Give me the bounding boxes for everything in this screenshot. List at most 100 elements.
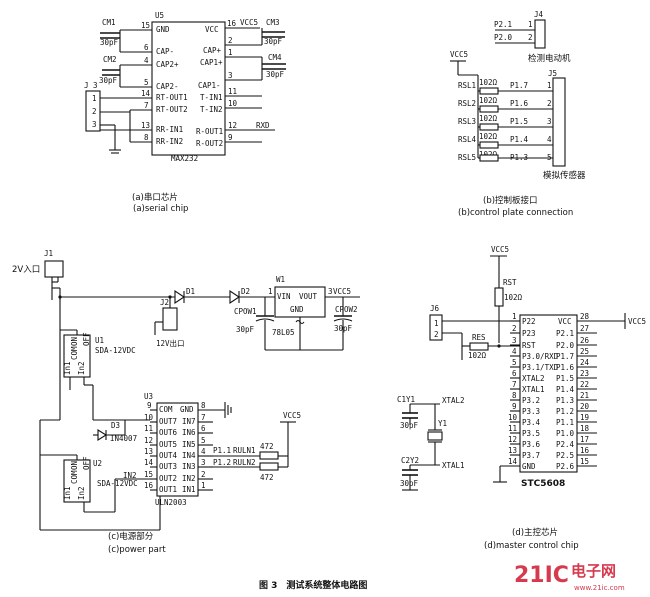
watermark-url: www.21ic.com <box>574 584 625 592</box>
j5-connector <box>552 77 566 167</box>
uln-left-name: OUT4 <box>159 451 178 460</box>
stc-right-name: P1.3 <box>556 396 574 405</box>
rsl-pin: P1.5 <box>510 117 528 126</box>
stc-right-num: 22 <box>580 380 589 389</box>
j4-p20: P2.0 <box>494 33 513 42</box>
stc-left-num: 6 <box>512 369 517 378</box>
rsl-num: 5 <box>547 153 552 162</box>
stc-right-name: P2.1 <box>556 329 574 338</box>
ruln2-resistor <box>259 462 279 471</box>
max232-label: MAX232 <box>171 154 198 163</box>
xtal2-net: XTAL2 <box>442 396 465 405</box>
uln-left-pin: 13 <box>144 447 153 456</box>
uln-right-name: IN6 <box>182 428 196 437</box>
stc-left-name: RST <box>522 341 536 350</box>
uln-right-name: GND <box>180 405 194 414</box>
stc-right-num: 20 <box>580 402 590 411</box>
rst-value: 102Ω <box>504 293 523 302</box>
d2-diode <box>229 289 240 305</box>
j3-pin2: 2 <box>92 107 97 116</box>
stc-left-num: 12 <box>508 435 517 444</box>
uln-right-pin: 3 <box>201 458 206 467</box>
pin-cap-minus: CAP- <box>156 47 174 56</box>
uln-right-name: IN7 <box>182 417 196 426</box>
pin-r-out1: R-OUT1 <box>196 127 223 136</box>
rsl-pin: P1.6 <box>510 99 529 108</box>
pin-rt-out1: RT-OUT1 <box>156 93 188 102</box>
stc-left-name: XTAL1 <box>522 385 545 394</box>
res-resistor <box>469 342 489 351</box>
master-vcc-label: VCC5 <box>491 245 509 254</box>
d2-label: D2 <box>241 287 250 296</box>
max232-chip <box>151 21 226 156</box>
u2-relay <box>63 459 91 503</box>
stc-left-num: 11 <box>508 424 517 433</box>
stc-right-name: P1.7 <box>556 352 574 361</box>
stc-right-name: P1.4 <box>556 385 575 394</box>
ruln1-resistor <box>259 451 279 460</box>
uln-left-pin: 9 <box>147 401 152 410</box>
stc-vcc5-right: VCC5 <box>628 317 646 326</box>
u2-part: SDA-12VDC <box>97 479 138 488</box>
stc-left-num: 7 <box>512 380 517 389</box>
pin-5: 5 <box>144 78 149 87</box>
j6-pin2: 2 <box>434 330 439 339</box>
pin-cap2-plus: CAP2+ <box>156 60 179 69</box>
xtal1-net: XTAL1 <box>442 461 465 470</box>
w1-pin1: 1 <box>268 287 273 296</box>
pin-13: 13 <box>141 121 150 130</box>
stc-right-name: P2.5 <box>556 451 574 460</box>
pin-t-in2: T-IN2 <box>200 105 223 114</box>
stc-right-name: P2.0 <box>556 341 575 350</box>
uln-left-pin: 11 <box>144 424 153 433</box>
cm1-value: 30pF <box>100 38 119 47</box>
u1-on: ON <box>70 337 79 346</box>
rsl-row-3: RSL3 102Ω P1.5 3 <box>458 114 553 131</box>
stc-left-num: 10 <box>508 413 518 422</box>
cpow2-label: CPOW2 <box>335 305 358 314</box>
cm3-label: CM3 <box>266 18 280 27</box>
caption-c-en: (c)power part <box>108 545 166 555</box>
pin-4: 4 <box>144 56 149 65</box>
uln-left-name: OUT3 <box>159 462 177 471</box>
rsl-value: 102Ω <box>479 132 498 141</box>
uln-left-pin: 15 <box>144 470 153 479</box>
stc-left-name: P3.7 <box>522 451 540 460</box>
rsl-row-4: RSL4 102Ω P1.4 4 <box>458 132 553 149</box>
rsl-name: RSL3 <box>458 117 476 126</box>
u1-in2: In2 <box>77 361 86 375</box>
cm4-label: CM4 <box>268 53 282 62</box>
res-label: RES <box>472 333 486 342</box>
uln-right-pin: 5 <box>201 436 206 445</box>
ruln2-net: P1.2 <box>213 458 231 467</box>
uln-left-name: COM <box>159 405 173 414</box>
d3-part: IN4007 <box>110 434 137 443</box>
in2-net-label: IN2 <box>123 471 137 480</box>
j6-label: J6 <box>430 304 440 313</box>
j3-pin1: 1 <box>92 94 97 103</box>
uln-pins: 9 COM GND 8 10 OUT7 IN7 7 11 OUT6 IN6 6 <box>144 401 225 494</box>
w1-gnd: GND <box>290 305 304 314</box>
stc-right-name: P1.0 <box>556 429 575 438</box>
j1-connector <box>44 260 64 278</box>
j2-label: J2 <box>160 298 169 307</box>
pin-14: 14 <box>141 89 151 98</box>
cpow1-value: 30pF <box>236 325 255 334</box>
rsl-pin: P1.4 <box>510 135 529 144</box>
res-value: 102Ω <box>468 351 487 360</box>
rsl-value: 102Ω <box>479 78 498 87</box>
rsl-name: RSL1 <box>458 81 476 90</box>
uln-right-name: IN3 <box>182 462 196 471</box>
rsl-num: 3 <box>547 117 552 126</box>
stc-left-num: 2 <box>512 324 517 333</box>
rxd-label: RXD <box>256 121 270 130</box>
j6-pin1: 1 <box>434 319 439 328</box>
j4-connector <box>534 19 546 49</box>
stc-label: STC5608 <box>521 479 565 489</box>
